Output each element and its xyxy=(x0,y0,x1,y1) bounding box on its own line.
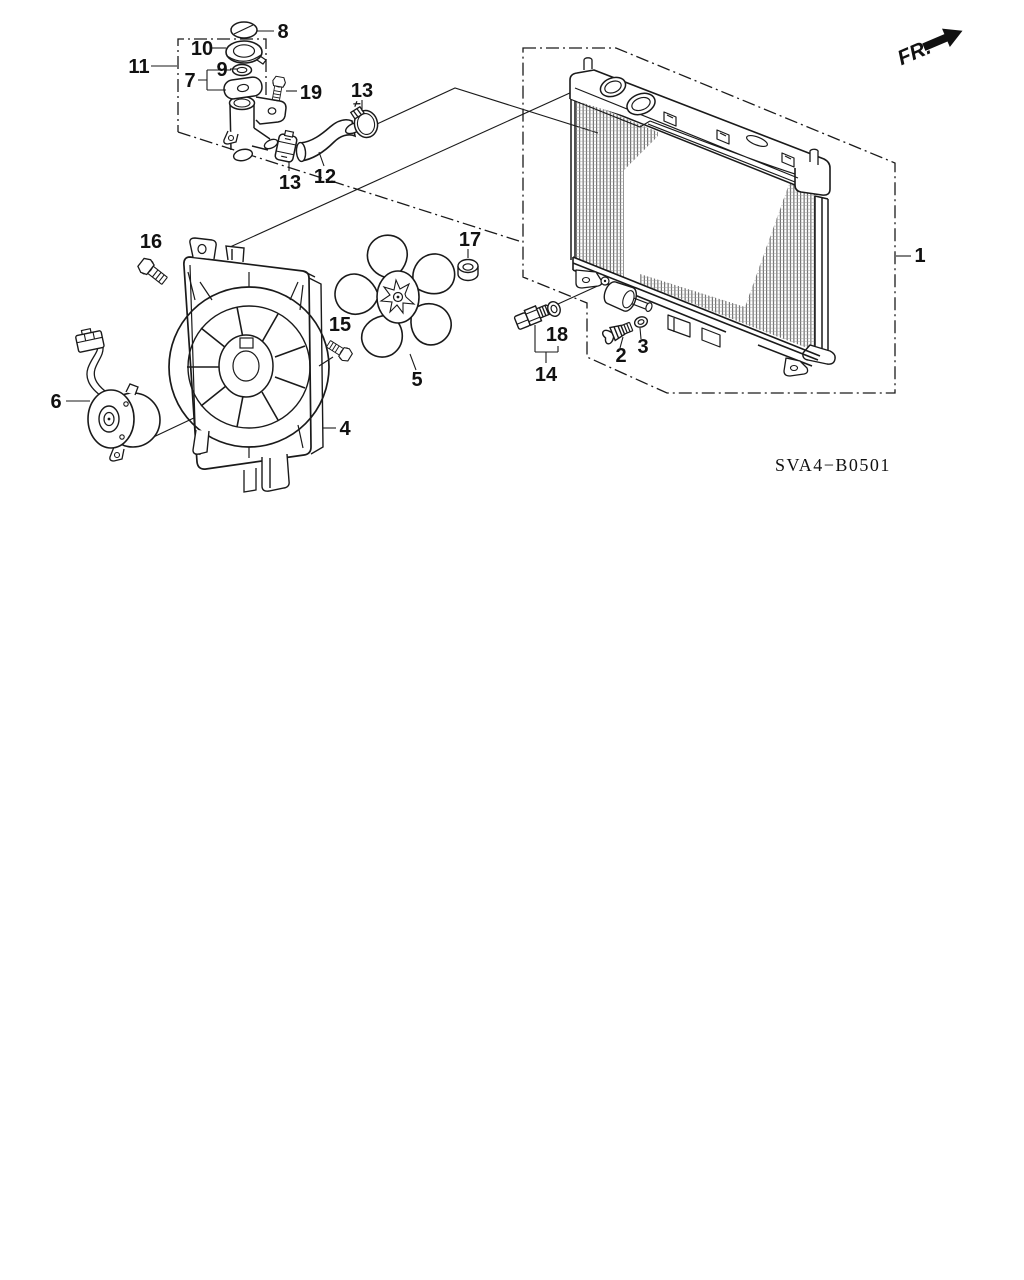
shroud-foot-center xyxy=(261,453,290,492)
filler-neck-tab xyxy=(223,130,239,145)
shroud-bolt-16-drawing xyxy=(135,255,171,288)
filler-neck-flange xyxy=(223,76,263,100)
mount-pin-left xyxy=(583,57,593,70)
sensor-to-radiator-leader-line xyxy=(557,283,603,305)
callout-16: 16 xyxy=(140,231,162,253)
drawing-code: SVA4−B0501 xyxy=(775,455,891,475)
callout-6: 6 xyxy=(50,391,61,413)
callout-9: 9 xyxy=(216,59,227,81)
core-fins-upper-stair xyxy=(624,118,658,170)
callout-18: 18 xyxy=(546,324,568,346)
radiator-drawing xyxy=(569,57,836,377)
drain-plug-drawing xyxy=(602,321,634,345)
filler-oring-drawing xyxy=(231,63,253,77)
radiator-top-tank xyxy=(569,57,831,196)
callout-11: 11 xyxy=(128,56,149,78)
core-outline xyxy=(570,96,816,260)
sensor-nut-drawing xyxy=(547,300,561,318)
callout-5: 5 xyxy=(411,369,422,391)
callout-10: 10 xyxy=(191,38,213,60)
callout-7: 7 xyxy=(184,70,195,92)
callout-leader-lines xyxy=(66,30,911,429)
callout-1: 1 xyxy=(914,245,925,267)
shroud-to-radiator-leader-line xyxy=(229,91,573,248)
callout-14: 14 xyxy=(535,364,558,386)
hose-clamp-lower-drawing xyxy=(274,129,298,163)
tank-slot xyxy=(746,134,768,148)
fan-shroud-drawing xyxy=(168,237,330,493)
core-fins-lower-stair xyxy=(640,184,789,341)
callout-8: 8 xyxy=(277,21,288,43)
radiator-side-column xyxy=(802,195,836,365)
callout-19: 19 xyxy=(300,82,322,104)
shroud-ear-right xyxy=(225,245,245,263)
fr-label: FR. xyxy=(894,36,934,70)
mount-foot-right xyxy=(783,357,809,377)
core-fins-right-band xyxy=(789,183,815,351)
radiator-inlet-port xyxy=(599,76,627,98)
mount-pin-right xyxy=(809,148,819,165)
tank-clip-1 xyxy=(663,111,677,127)
fan-nut-drawing xyxy=(457,258,479,282)
radiator-cap-drawing xyxy=(225,40,267,65)
motor-tab-top xyxy=(125,383,139,396)
rail-tab-1 xyxy=(667,314,691,338)
filler-neck-assembly-drawing xyxy=(223,21,287,162)
thermo-sensor-drawing xyxy=(513,304,552,330)
hose-clamp-upper-drawing xyxy=(349,101,379,139)
filler-neck-group-boundary xyxy=(177,38,267,132)
core-fins-left-band xyxy=(576,98,624,278)
rail-tab-2 xyxy=(701,327,721,348)
callout-4: 4 xyxy=(339,418,351,440)
shroud-motor-hub xyxy=(218,334,274,398)
callout-15: 15 xyxy=(329,314,351,336)
filler-neck-section-line xyxy=(177,131,523,243)
tank-clip-3 xyxy=(781,152,795,168)
callout-3: 3 xyxy=(637,336,648,358)
filler-neck-bottom-end xyxy=(232,148,254,162)
hose-to-radiator-leader-line xyxy=(376,87,599,134)
callout-12: 12 xyxy=(314,166,336,188)
radiator-outlet-pipe xyxy=(603,281,653,313)
water-hose-drawing xyxy=(295,119,364,163)
radiator-bottom-rail xyxy=(572,256,821,377)
fr-direction-arrow: FR. xyxy=(894,28,963,70)
filler-neck-bracket xyxy=(255,96,287,125)
filler-neck-pipe xyxy=(229,103,271,151)
filler-bracket-bolt-drawing xyxy=(268,75,287,103)
shroud-foot-small xyxy=(243,468,257,493)
radiator-filler-port xyxy=(626,92,656,116)
motor-connector xyxy=(75,327,105,353)
fr-arrow-icon xyxy=(922,28,963,51)
callout-17: 17 xyxy=(459,229,481,251)
motor-tab-bottom xyxy=(109,446,125,462)
motor-wire xyxy=(86,343,110,399)
fan-blade-drawing xyxy=(334,234,456,358)
filler-neck-outlet-end xyxy=(263,138,279,150)
shroud-ear-left xyxy=(189,237,217,260)
callout-13-lower: 13 xyxy=(279,172,301,194)
shroud-spokes xyxy=(187,306,306,428)
radiator-group-boundary xyxy=(522,47,896,394)
callout-13-upper: 13 xyxy=(351,80,373,102)
drain-plug-washer-drawing xyxy=(633,316,649,328)
callout-2: 2 xyxy=(615,345,626,367)
fan-hub-texture xyxy=(379,278,416,315)
cap-seal-drawing xyxy=(230,21,258,39)
tank-clip-2 xyxy=(716,129,730,145)
side-column-bottom-cap xyxy=(802,344,836,365)
fan-motor-drawing xyxy=(75,327,161,462)
shroud-foot-left xyxy=(192,429,210,455)
